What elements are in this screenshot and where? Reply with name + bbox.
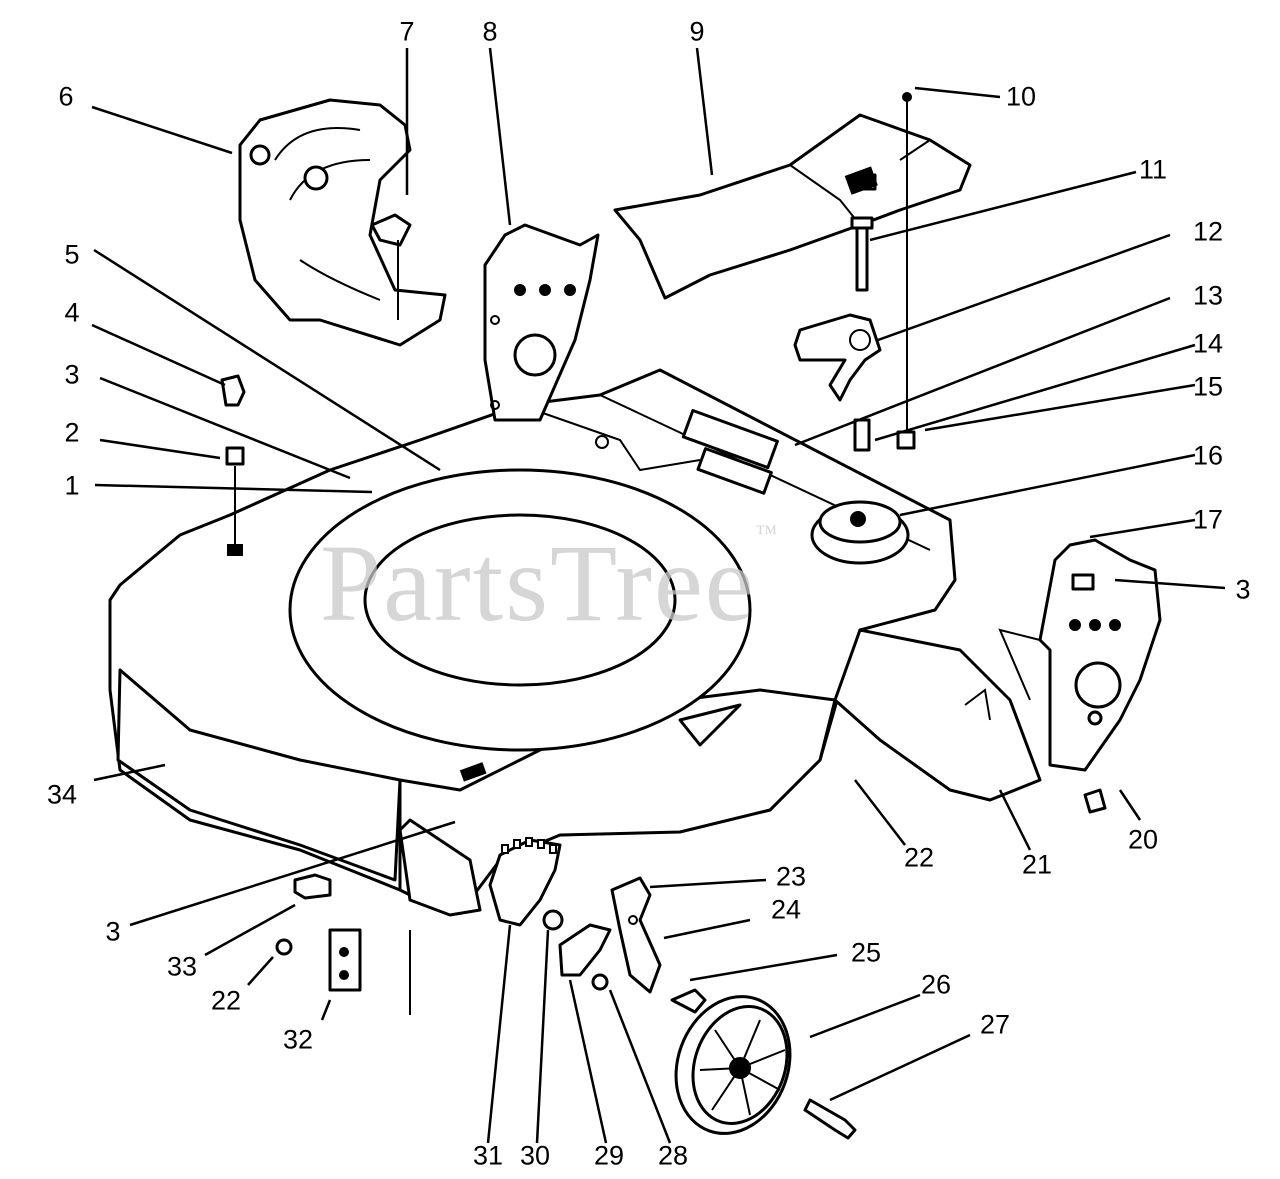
callout-6: 6 — [58, 81, 74, 112]
deck-label-plate — [681, 409, 779, 470]
washer-28 — [591, 973, 609, 991]
callout-8: 8 — [482, 16, 498, 47]
leader-lines — [91, 47, 1226, 1144]
blade-cavity-opening — [363, 513, 677, 687]
callout-22: 22 — [903, 842, 935, 873]
chute-bracket — [370, 213, 412, 247]
callout-25: 25 — [850, 937, 882, 968]
callout-23: 23 — [775, 861, 807, 892]
callout-3-lower: 3 — [105, 916, 121, 947]
front-skirt-right — [398, 818, 482, 917]
callout-4: 4 — [64, 297, 80, 328]
spacer-14 — [853, 418, 871, 452]
callout-2: 2 — [64, 417, 80, 448]
callout-14: 14 — [1192, 328, 1224, 359]
bracket-29 — [558, 923, 612, 977]
callout-21: 21 — [1021, 849, 1053, 880]
callout-27: 27 — [979, 1009, 1011, 1040]
callout-7: 7 — [399, 16, 415, 47]
nut-2 — [225, 446, 245, 466]
callout-22-lower: 22 — [210, 985, 242, 1016]
nut-22-lower — [275, 938, 293, 956]
callout-26: 26 — [920, 969, 952, 1000]
height-adjuster-plate-right — [1038, 538, 1162, 772]
callout-10: 10 — [1005, 81, 1037, 112]
callout-9: 9 — [689, 16, 705, 47]
plate-32 — [328, 928, 362, 992]
callout-32: 32 — [282, 1024, 314, 1055]
callout-17: 17 — [1192, 504, 1224, 535]
bolt-11 — [855, 218, 869, 292]
bolt-4 — [220, 374, 246, 407]
callout-28: 28 — [657, 1140, 689, 1171]
nut-clip-33 — [293, 873, 332, 900]
callout-16: 16 — [1192, 440, 1224, 471]
callout-33: 33 — [166, 951, 198, 982]
callout-13: 13 — [1192, 280, 1224, 311]
nut-15 — [896, 430, 916, 450]
callout-3-right: 3 — [1235, 574, 1251, 605]
callout-34: 34 — [46, 779, 78, 810]
callout-20: 20 — [1127, 824, 1159, 855]
callout-24: 24 — [770, 894, 802, 925]
callout-29: 29 — [593, 1140, 625, 1171]
washer-30 — [542, 909, 564, 931]
rear-baffle — [833, 628, 1042, 802]
discharge-chute — [238, 98, 447, 347]
callout-12: 12 — [1192, 216, 1224, 247]
callout-3: 3 — [64, 359, 80, 390]
deck-rear-skirt — [116, 668, 402, 882]
callout-5: 5 — [64, 239, 80, 270]
callout-15: 15 — [1192, 371, 1224, 402]
axle-bolt-27 — [803, 1098, 857, 1140]
callout-30: 30 — [519, 1140, 551, 1171]
bolt-25 — [670, 988, 707, 1014]
height-adjuster-plate — [483, 223, 600, 422]
bracket-12 — [793, 313, 882, 402]
rear-cover — [613, 113, 972, 300]
bracket-23-24 — [610, 876, 662, 994]
callout-31: 31 — [472, 1140, 504, 1171]
callout-1: 1 — [64, 470, 80, 501]
callout-11: 11 — [1138, 154, 1168, 185]
